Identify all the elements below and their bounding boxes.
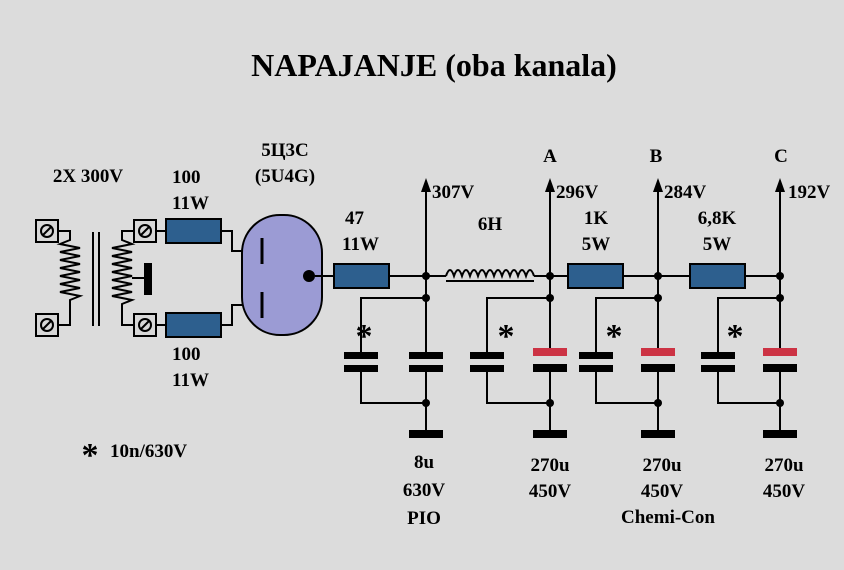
resistor-1k-value: 1K bbox=[584, 208, 609, 229]
resistor-100-bottom-power: 11W bbox=[172, 370, 209, 391]
ground-b bbox=[641, 430, 675, 438]
node-b-name: B bbox=[650, 146, 663, 167]
node-b-voltage: 284V bbox=[664, 182, 707, 203]
snubber-star-c: * bbox=[727, 318, 744, 355]
node-a-voltage: 296V bbox=[556, 182, 599, 203]
transformer-terminal-left-top bbox=[35, 219, 59, 243]
choke-value: 6H bbox=[478, 214, 503, 235]
cap-b-brand: Chemi-Con bbox=[621, 507, 715, 528]
ground-a bbox=[533, 430, 567, 438]
cap-bank-c bbox=[701, 276, 797, 438]
node-c-name: C bbox=[774, 146, 788, 167]
legend-star: * bbox=[82, 437, 99, 474]
cap-first-value: 8u bbox=[414, 452, 435, 473]
snubber-star-1: * bbox=[356, 318, 373, 355]
secondary-winding bbox=[111, 230, 136, 326]
electrolytic-a-positive bbox=[533, 348, 567, 356]
resistor-100-top-power: 11W bbox=[172, 193, 209, 214]
transformer-terminal-left-bottom bbox=[35, 313, 59, 337]
node-c-arrow bbox=[775, 178, 785, 276]
cap-a-value: 270u bbox=[530, 455, 570, 476]
resistor-47-value: 47 bbox=[345, 208, 365, 229]
transformer-label: 2X 300V bbox=[53, 166, 123, 187]
rectifier-tube bbox=[241, 214, 323, 336]
resistor-1k bbox=[567, 263, 624, 289]
electrolytic-c-positive bbox=[763, 348, 797, 356]
node-b-arrow bbox=[653, 178, 663, 276]
primary-winding bbox=[56, 230, 84, 326]
cap-bank-first bbox=[344, 276, 443, 438]
cap-8u-plate-top bbox=[409, 352, 443, 359]
cap-b-value: 270u bbox=[642, 455, 682, 476]
resistor-47 bbox=[333, 263, 390, 289]
rectifier-tube-name: 5Ц3С bbox=[261, 140, 309, 161]
cap-first-type: PIO bbox=[407, 508, 441, 529]
ground-c bbox=[763, 430, 797, 438]
resistor-6k8-power: 5W bbox=[703, 234, 732, 255]
cap-a-voltage: 450V bbox=[529, 481, 572, 502]
center-tap bbox=[144, 263, 152, 295]
node-c-voltage: 192V bbox=[788, 182, 831, 203]
schematic-title: NAPAJANJE (oba kanala) bbox=[251, 47, 617, 83]
resistor-47-power: 11W bbox=[342, 234, 379, 255]
node-a-arrow bbox=[545, 178, 555, 276]
resistor-1k-power: 5W bbox=[582, 234, 611, 255]
cap-bank-a bbox=[470, 276, 567, 438]
snubber-star-b: * bbox=[606, 318, 623, 355]
transformer bbox=[35, 219, 157, 337]
node-a-name: A bbox=[543, 146, 557, 167]
transformer-terminal-right-top bbox=[133, 219, 157, 243]
resistor-100-top-value: 100 bbox=[172, 167, 201, 188]
rectifier-tube-alt: (5U4G) bbox=[255, 166, 315, 187]
ground-1 bbox=[409, 430, 443, 438]
resistor-6k8 bbox=[689, 263, 746, 289]
resistor-100-top bbox=[165, 218, 222, 244]
cap-b-voltage: 450V bbox=[641, 481, 684, 502]
transformer-terminal-right-bottom bbox=[133, 313, 157, 337]
choke bbox=[445, 269, 535, 280]
resistor-100-bottom bbox=[165, 312, 222, 338]
cap-c-voltage: 450V bbox=[763, 481, 806, 502]
resistor-100-bottom-value: 100 bbox=[172, 344, 201, 365]
cap-first-voltage: 630V bbox=[403, 480, 446, 501]
electrolytic-b-positive bbox=[641, 348, 675, 356]
snubber-star-a: * bbox=[498, 318, 515, 355]
snubber-cap-1-plate-top bbox=[344, 352, 378, 359]
node-first-arrow bbox=[421, 178, 431, 276]
legend-text: 10n/630V bbox=[110, 441, 187, 462]
cap-bank-b bbox=[579, 276, 675, 438]
resistor-6k8-value: 6,8K bbox=[698, 208, 737, 229]
node-first-voltage: 307V bbox=[432, 182, 475, 203]
cap-c-value: 270u bbox=[764, 455, 804, 476]
